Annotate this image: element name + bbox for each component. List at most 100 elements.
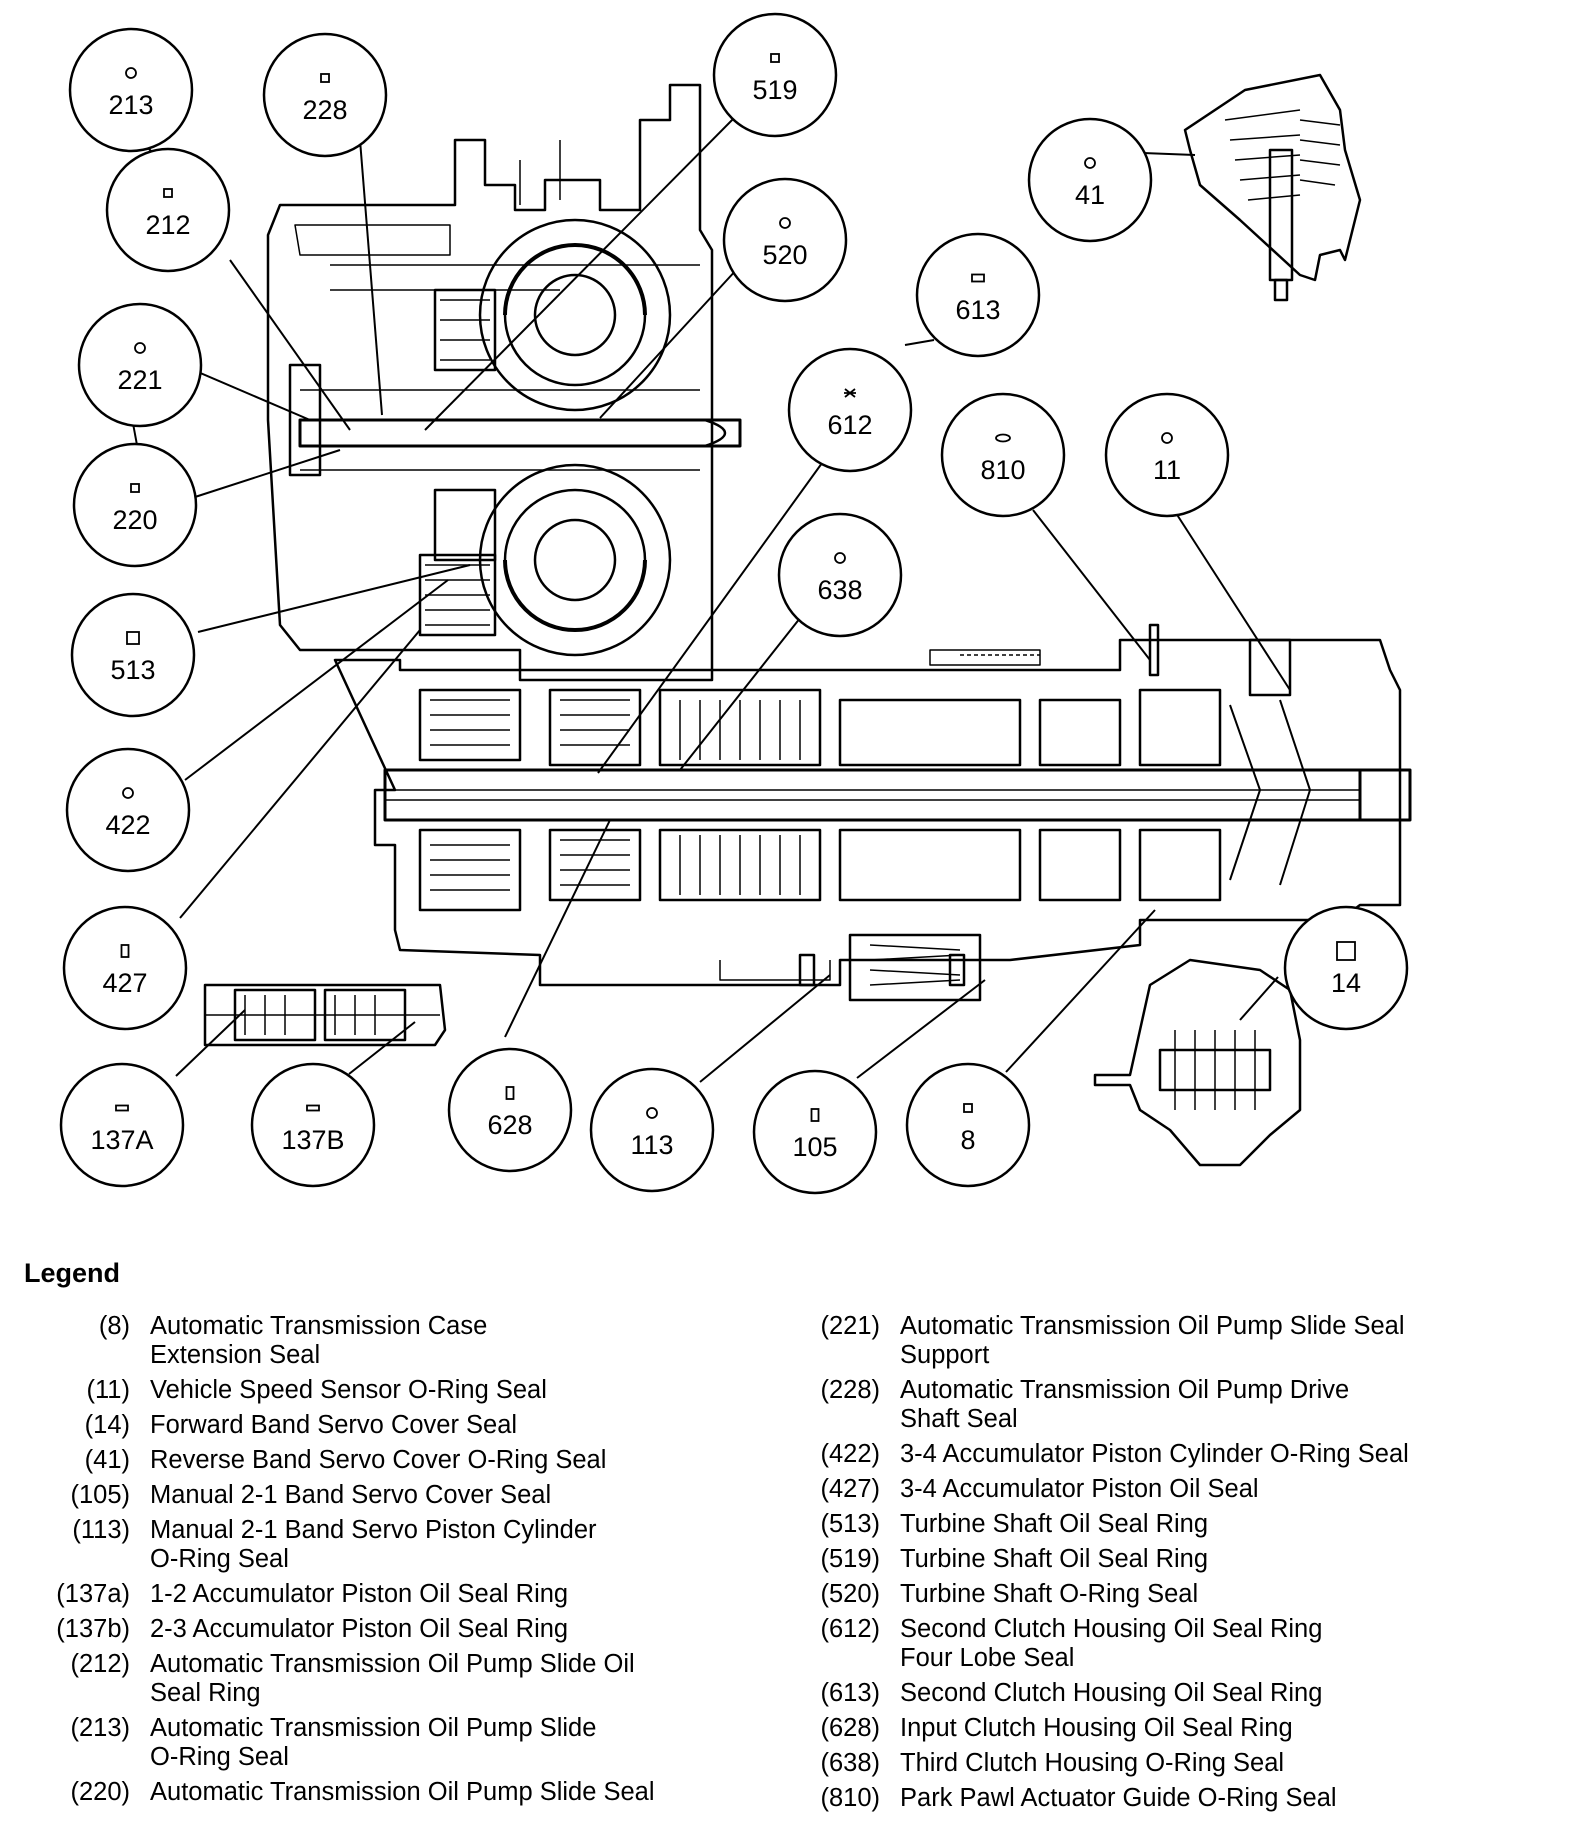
legend-description: 1-2 Accumulator Piston Oil Seal Ring [150,1580,720,1609]
seal-shape-icon [1161,432,1173,444]
callout-circle [787,347,913,473]
callout-circle [447,1047,573,1173]
callout-810: 810 [940,392,1066,518]
legend-description-line: Third Clutch Housing O-Ring Seal [900,1749,1285,1777]
legend-title: Legend [24,1258,121,1288]
legend-description-line: Support [900,1341,990,1369]
legend-code: (41) [84,1446,130,1474]
legend-description-line: Park Pawl Actuator Guide O-Ring Seal [900,1784,1337,1812]
legend-code: (105) [70,1481,130,1509]
legend-description: Automatic Transmission Oil Pump Slide Se… [150,1778,720,1807]
legend-description-line: O-Ring Seal [150,1743,289,1771]
legend-description-line: Extension Seal [150,1341,321,1369]
callout-circle [1104,392,1230,518]
legend-code: (519) [820,1545,880,1573]
legend-item: (628)Input Clutch Housing Oil Seal Ring [780,1714,1570,1743]
callout-circle [59,1062,185,1188]
seal-shape-icon [844,388,856,398]
legend-item: (212)Automatic Transmission Oil Pump Sli… [30,1650,720,1708]
seal-shape-icon [320,73,330,83]
legend-description-line: Automatic Transmission Oil Pump Slide Se… [150,1778,655,1806]
legend-item: (137b)2-3 Accumulator Piston Oil Seal Ri… [30,1615,720,1644]
legend-item: (14)Forward Band Servo Cover Seal [30,1411,720,1440]
legend-description-line: Input Clutch Housing Oil Seal Ring [900,1714,1293,1742]
callout-label: 810 [980,455,1025,485]
callout-circle [250,1062,376,1188]
callout-label: 519 [752,75,797,105]
legend-description: Turbine Shaft Oil Seal Ring [900,1510,1570,1539]
seal-shape-icon [779,217,791,229]
callout-circle [72,442,198,568]
callout-label: 520 [762,240,807,270]
legend-description-line: Automatic Transmission Oil Pump Slide Se… [900,1312,1405,1340]
callout-circle [915,232,1041,358]
legend-description-line: Reverse Band Servo Cover O-Ring Seal [150,1446,607,1474]
legend-description: Second Clutch Housing Oil Seal Ring [900,1679,1570,1708]
legend-description: Turbine Shaft Oil Seal Ring [900,1545,1570,1574]
seal-shape-icon [306,1104,320,1112]
legend-description-line: 2-3 Accumulator Piston Oil Seal Ring [150,1615,569,1643]
legend-item: (513) Turbine Shaft Oil Seal Ring [780,1510,1570,1539]
seal-shape-icon [115,1104,129,1112]
legend-item: (613) Second Clutch Housing Oil Seal Ring [780,1679,1570,1708]
legend-item: (520) Turbine Shaft O-Ring Seal [780,1580,1570,1609]
legend-code: (638) [820,1749,880,1777]
seal-shape-icon [134,342,146,354]
callout-label: 137A [90,1125,153,1155]
legend-code: (228) [820,1376,880,1404]
callout-label: 14 [1331,968,1361,998]
callout-label: 41 [1075,180,1105,210]
callout-628: 628 [447,1047,573,1173]
legend-description-line: Second Clutch Housing Oil Seal Ring [900,1679,1323,1707]
legend-code: (422) [820,1440,880,1468]
legend-code: (612) [820,1615,880,1643]
legend-code: (212) [70,1650,130,1678]
callout-circle [752,1069,878,1195]
legend-description: Reverse Band Servo Cover O-Ring Seal [150,1446,720,1475]
legend-description: 2-3 Accumulator Piston Oil Seal Ring [150,1615,720,1644]
leader-lines [131,109,1291,1083]
legend-item: (810) Park Pawl Actuator Guide O-Ring Sea… [780,1784,1570,1813]
callout-circle [105,147,231,273]
seal-shape-icon [125,67,137,79]
callout-circle [62,905,188,1031]
legend-item: (213) Automatic Transmission Oil Pump Sli… [30,1714,720,1772]
legend-item: (113)Manual 2-1 Band Servo Piston Cylind… [30,1516,720,1574]
legend-code: (221) [820,1312,880,1340]
legend-description-line: Automatic Transmission Oil Pump Slide [150,1714,597,1742]
transmission-cutaway-drawing [203,73,1412,1167]
legend-description: Vehicle Speed Sensor O-Ring Seal [150,1376,720,1405]
legend-description-line: O-Ring Seal [150,1545,289,1573]
callout-228: 228 [262,32,388,158]
legend-item: (11)Vehicle Speed Sensor O-Ring Seal [30,1376,720,1405]
legend-code: (810) [820,1784,880,1812]
legend-description: Turbine Shaft O-Ring Seal [900,1580,1570,1609]
callout-41: 41 [1027,117,1153,243]
legend-code: (213) [70,1714,130,1742]
legend-code: (113) [72,1516,130,1544]
callout-137b: 137B [250,1062,376,1188]
legend-item: (519) Turbine Shaft Oil Seal Ring [780,1545,1570,1574]
callout-circle [940,392,1066,518]
legend-description-line: Vehicle Speed Sensor O-Ring Seal [150,1376,547,1404]
seal-shape-icon [810,1108,820,1122]
callout-label: 137B [281,1125,344,1155]
legend-item: (41) Reverse Band Servo Cover O-Ring Seal [30,1446,720,1475]
legend-description: Forward Band Servo Cover Seal [150,1411,720,1440]
legend-description-line: 3-4 Accumulator Piston Cylinder O-Ring S… [900,1440,1409,1468]
legend-item: (612) Second Clutch Housing Oil Seal Ring… [780,1615,1570,1673]
legend-code: (8) [98,1312,130,1340]
callout-label: 513 [110,655,155,685]
legend-description-line: Automatic Transmission Case [150,1312,488,1340]
callout-circle [68,27,194,153]
callout-label: 613 [955,295,1000,325]
callout-label: 105 [792,1132,837,1162]
legend-code: (613) [820,1679,880,1707]
legend-code: (520) [820,1580,880,1608]
legend-code: (427) [820,1475,880,1503]
legend-code: (513) [820,1510,880,1538]
